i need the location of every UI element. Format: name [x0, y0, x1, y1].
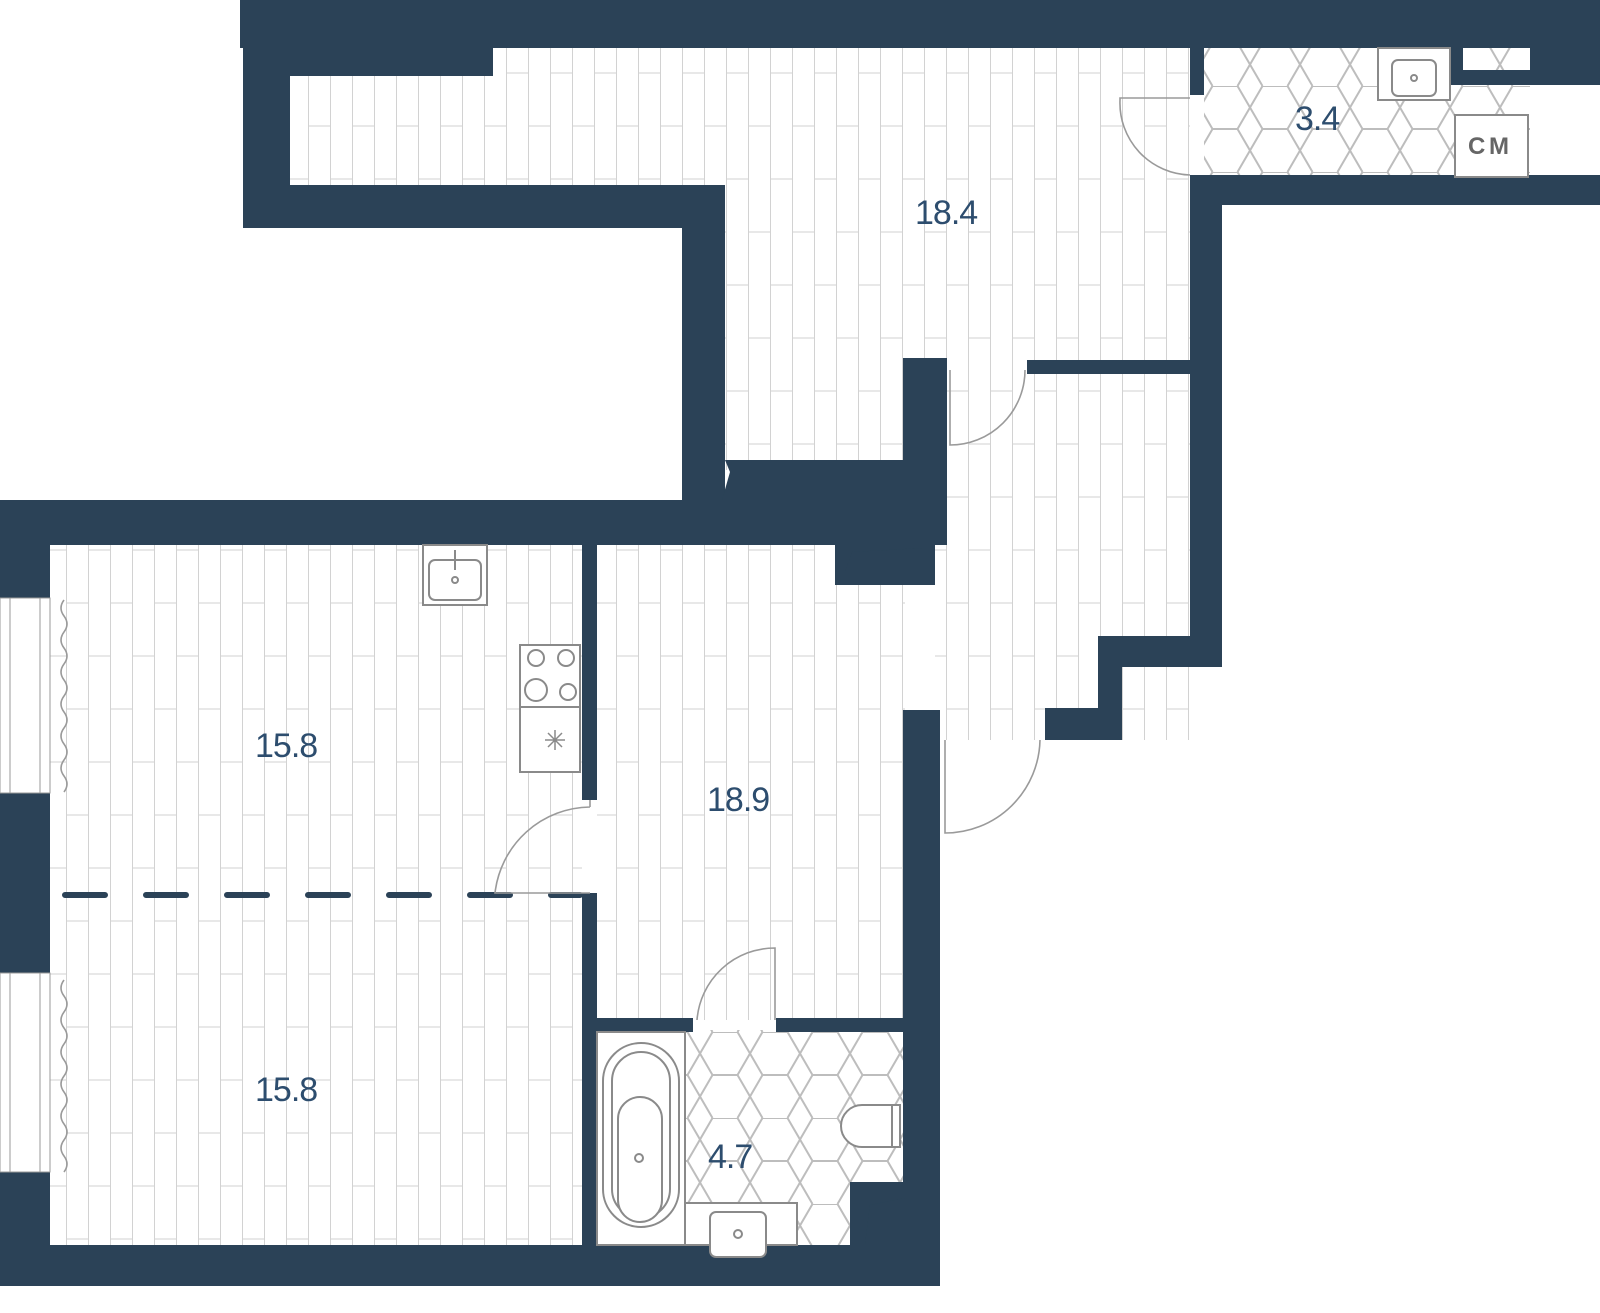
- corridor-floor: [935, 370, 1190, 740]
- oven: [519, 706, 581, 773]
- doors: [494, 97, 1191, 1021]
- toilet: [840, 1104, 901, 1148]
- door-swing: [696, 947, 776, 1021]
- washing-machine-label: СМ: [1468, 133, 1513, 160]
- area-label-kitchen-living: 15.8: [255, 727, 317, 765]
- area-label-bathroom: 4.7: [708, 1138, 752, 1176]
- walls: [0, 0, 1600, 1286]
- curtain: [60, 599, 68, 793]
- stove: [519, 644, 581, 708]
- bathtub: [596, 1031, 686, 1246]
- kitchen-sink: [422, 544, 488, 606]
- area-label-small-bathroom: 3.4: [1295, 100, 1339, 138]
- curtain: [60, 979, 68, 1173]
- door-swing: [1119, 97, 1191, 176]
- washing-machine: СМ: [1454, 114, 1529, 178]
- area-label-bedroom: 15.8: [255, 1071, 317, 1109]
- door-swing: [494, 800, 591, 894]
- floors: [50, 48, 1530, 1245]
- area-label-room: 18.9: [707, 781, 769, 819]
- bathroom-sink-top: [1377, 47, 1451, 101]
- window: [0, 972, 51, 1173]
- windows: [0, 597, 68, 1173]
- bathroom-sink: [684, 1202, 798, 1258]
- window: [0, 597, 51, 794]
- room-floor: [597, 545, 905, 1020]
- door-swing: [944, 739, 1041, 834]
- door-swing: [949, 369, 1026, 446]
- fixtures: СМ: [422, 47, 1529, 1258]
- area-label-hallway: 18.4: [915, 194, 977, 232]
- area-labels: 18.4 3.4 15.8 15.8 18.9 4.7: [255, 100, 1340, 1176]
